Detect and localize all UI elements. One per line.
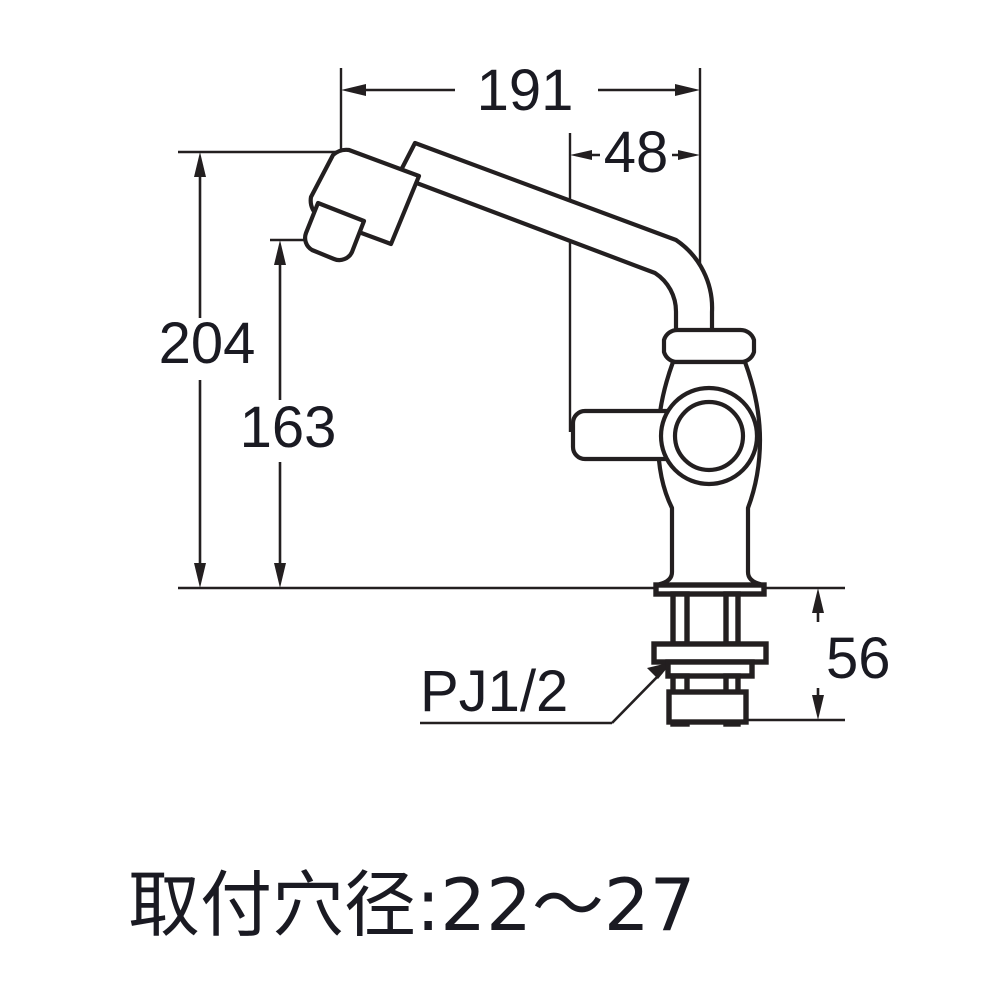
dimension-56: 56: [812, 588, 891, 720]
dim-label-163: 163: [240, 395, 337, 460]
arrow-48-left: [570, 150, 592, 160]
dimension-48: 48: [570, 120, 700, 185]
leader-diagonal-pj: [611, 671, 663, 724]
arrow-163-top: [274, 240, 286, 265]
spacer-ring: [665, 659, 755, 679]
neck-collar: [661, 327, 757, 365]
annotation-thread-pj: PJ1/2: [420, 659, 672, 725]
annotation-label-pj: PJ1/2: [420, 659, 568, 724]
spout-arm: [395, 140, 715, 355]
arrow-56-top: [812, 588, 824, 613]
mounting-nut: [666, 689, 749, 725]
lock-washer-plate: [651, 641, 769, 665]
faucet-drawing-geometry: [303, 140, 769, 727]
arrow-191-right: [675, 84, 700, 96]
dimension-163: 163: [240, 240, 337, 588]
aerator-outlet: [303, 200, 367, 263]
dim-label-204: 204: [159, 311, 256, 376]
dim-label-191: 191: [477, 58, 574, 123]
shank-upper-left-wall: [670, 591, 690, 647]
arrow-204-top: [194, 152, 206, 177]
dim-label-48: 48: [604, 120, 669, 185]
arrow-163-bottom: [274, 563, 286, 588]
mounting-flange: [653, 582, 767, 597]
dimension-191: 191: [341, 58, 700, 123]
dim-label-56: 56: [826, 626, 891, 691]
handle-pivot-inner-circle: [672, 399, 746, 473]
arrow-204-bottom: [194, 563, 206, 588]
dimension-204: 204: [159, 152, 256, 588]
mounting-hole-caption: 取付穴径:22〜27: [128, 863, 696, 947]
arrow-48-right: [678, 150, 700, 160]
shank-upper-right-wall: [723, 591, 741, 647]
arrow-191-left: [341, 84, 366, 96]
arrow-56-bottom: [812, 695, 824, 720]
